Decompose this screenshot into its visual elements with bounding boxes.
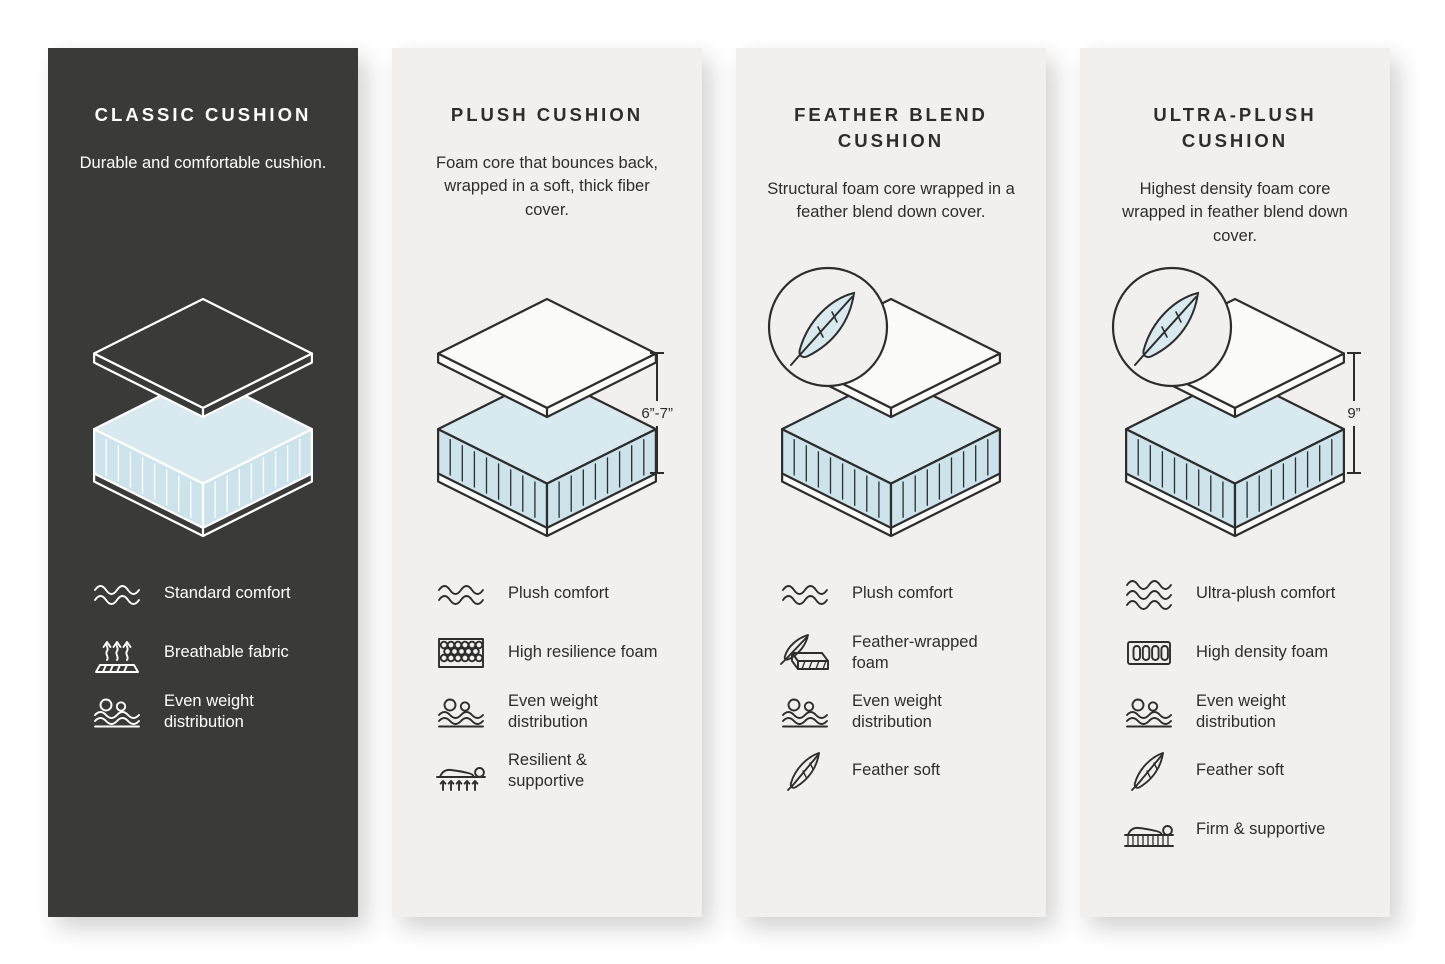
panel-description: Structural foam core wrapped in a feathe… <box>767 179 1015 222</box>
feather-badge-icon <box>767 266 889 388</box>
comfort-waves-icon <box>776 579 834 609</box>
panel-title: FEATHER BLEND CUSHION <box>794 104 988 151</box>
cushion-layers-illustration <box>92 297 314 538</box>
panel-title: CLASSIC CUSHION <box>94 104 312 125</box>
feature-label: Even weight distribution <box>508 691 598 731</box>
panel-title: ULTRA-PLUSH CUSHION <box>1153 104 1317 151</box>
feature-label: Resilient & supportive <box>508 750 587 790</box>
cushion-diagram: 9” <box>1080 266 1390 547</box>
even-weight-icon <box>88 695 146 729</box>
panel-classic-cushion: CLASSIC CUSHION Durable and comfortable … <box>48 48 358 917</box>
dimension-line <box>1353 425 1355 472</box>
feature-label: Even weight distribution <box>164 691 254 731</box>
feature-label: Standard comfort <box>164 584 291 603</box>
feature-row: Standard comfort <box>88 572 346 616</box>
feature-row: Even weight distribution <box>1120 690 1378 734</box>
dimension-label: 9” <box>1347 404 1361 422</box>
feature-label: Plush comfort <box>508 584 609 603</box>
feather-wrapped-foam-icon <box>776 632 834 674</box>
dimension-label: 6”-7” <box>641 404 673 422</box>
feature-label: Even weight distribution <box>852 691 942 731</box>
feature-row: Even weight distribution <box>88 690 346 734</box>
comfort-waves-icon <box>432 579 490 609</box>
even-weight-icon <box>1120 695 1178 729</box>
feature-row: Breathable fabric <box>88 631 346 675</box>
feature-list: Plush comfort Feather-wrapped foam <box>776 572 1034 808</box>
high-density-foam-icon <box>1120 637 1178 669</box>
panel-ultra-plush-cushion: ULTRA-PLUSH CUSHION Highest density foam… <box>1080 48 1390 917</box>
even-weight-icon <box>776 695 834 729</box>
panel-plush-cushion: PLUSH CUSHION Foam core that bounces bac… <box>392 48 702 917</box>
panel-feather-blend-cushion: FEATHER BLEND CUSHION Structural foam co… <box>736 48 1046 917</box>
comfort-waves-icon <box>88 579 146 609</box>
feature-row: High resilience foam <box>432 631 690 675</box>
breathable-fabric-icon <box>88 632 146 674</box>
dimension-line <box>656 354 659 401</box>
feature-list: Standard comfort Breathable fabric <box>88 572 346 749</box>
feature-row: Resilient & supportive <box>432 749 690 793</box>
cushion-diagram <box>736 266 1046 547</box>
comfort-waves-3-icon <box>1120 577 1178 611</box>
feature-label: Feather soft <box>1196 761 1285 780</box>
dimension-cap <box>1347 352 1361 354</box>
feature-label: High density foam <box>1196 643 1329 662</box>
feature-row: Even weight distribution <box>776 690 1034 734</box>
cushion-diagram <box>48 297 358 547</box>
feature-row: Feather soft <box>1120 749 1378 793</box>
feature-label: Plush comfort <box>852 584 953 603</box>
feature-list: Plush comfort High resilience foam <box>432 572 690 808</box>
firm-supportive-icon <box>1120 810 1178 850</box>
feature-row: Feather-wrapped foam <box>776 631 1034 675</box>
cushion-diagram: 6”-7” <box>392 297 702 547</box>
feature-row: Plush comfort <box>776 572 1034 616</box>
height-dimension: 9” <box>1347 352 1361 474</box>
even-weight-icon <box>432 695 490 729</box>
dimension-cap <box>1347 472 1361 474</box>
feature-label: High resilience foam <box>508 643 658 662</box>
feature-row: Even weight distribution <box>432 690 690 734</box>
height-dimension: 6”-7” <box>641 352 673 474</box>
feature-row: Feather soft <box>776 749 1034 793</box>
dimension-cap <box>650 352 665 354</box>
dimension-line <box>656 425 659 472</box>
feature-label: Feather-wrapped foam <box>852 632 978 672</box>
feature-row: Plush comfort <box>432 572 690 616</box>
feature-label: Even weight distribution <box>1196 691 1286 731</box>
resilient-supportive-icon <box>432 750 490 792</box>
feather-icon <box>1120 749 1178 793</box>
feature-label: Firm & supportive <box>1196 820 1326 839</box>
feather-badge-icon <box>1111 266 1233 388</box>
feature-row: Ultra-plush comfort <box>1120 572 1378 616</box>
panel-description: Highest density foam core wrapped in fea… <box>1122 179 1348 245</box>
feature-row: Firm & supportive <box>1120 808 1378 852</box>
feature-label: Ultra-plush comfort <box>1196 584 1336 603</box>
cushion-layers-illustration <box>436 297 658 538</box>
feather-icon <box>776 749 834 793</box>
dimension-cap <box>650 472 665 474</box>
feature-label: Feather soft <box>852 761 941 780</box>
high-resilience-foam-icon <box>432 635 490 671</box>
feature-label: Breathable fabric <box>164 643 289 662</box>
panel-description: Durable and comfortable cushion. <box>79 153 327 172</box>
feature-row: High density foam <box>1120 631 1378 675</box>
feature-list: Ultra-plush comfort High density foam <box>1120 572 1378 867</box>
panel-description: Foam core that bounces back, wrapped in … <box>436 153 658 219</box>
panel-title: PLUSH CUSHION <box>450 104 644 125</box>
dimension-line <box>1353 354 1355 401</box>
